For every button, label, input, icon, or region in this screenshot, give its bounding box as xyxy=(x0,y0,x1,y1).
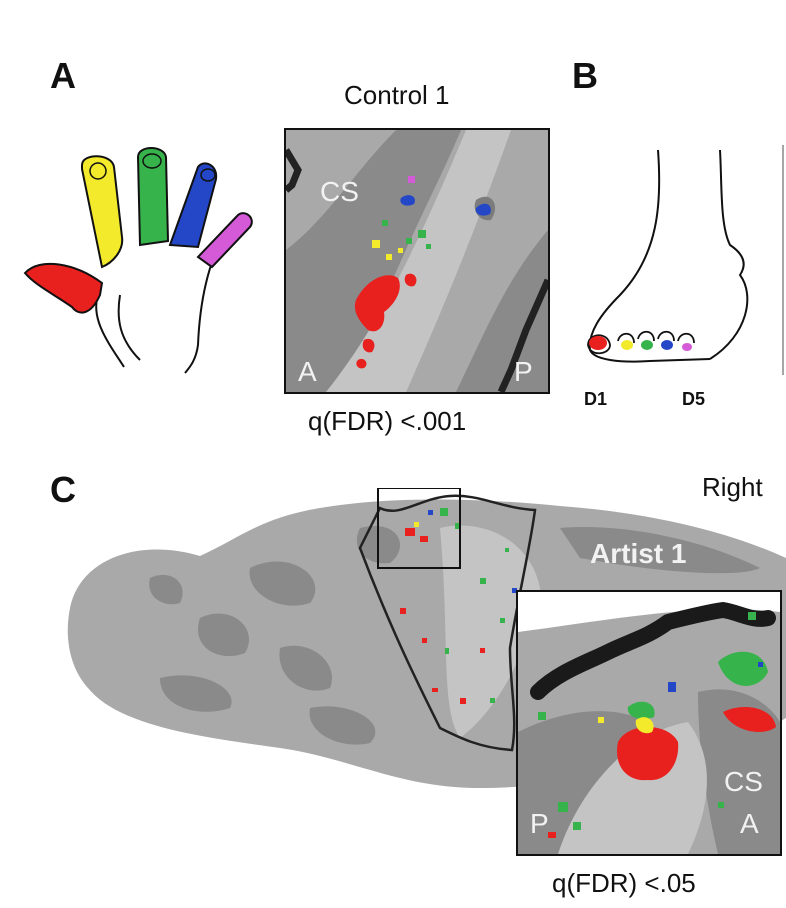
subject-label: Artist 1 xyxy=(590,538,687,569)
toe-1-marker xyxy=(589,336,607,350)
panel-c-letter: C xyxy=(50,469,76,510)
digit-1-finger xyxy=(23,262,104,314)
panel-a-title: Control 1 xyxy=(344,80,450,110)
inset-d1-activation xyxy=(548,707,776,838)
panel-c-threshold: q(FDR) <.05 xyxy=(552,868,696,898)
d5-activation xyxy=(408,176,415,183)
zoom-inset: CS A P xyxy=(516,590,782,856)
roi-box xyxy=(377,488,461,569)
brain-d1-activation xyxy=(400,528,485,704)
inset-sulcus-label: CS xyxy=(724,766,763,797)
panel-a-letter: A xyxy=(50,55,76,96)
inset-anterior-label: A xyxy=(740,808,759,839)
control-1-map-svg xyxy=(286,130,548,392)
inset-d4-activation xyxy=(668,662,763,692)
control-1-anterior-label: A xyxy=(298,356,317,387)
panel-a-threshold: q(FDR) <.001 xyxy=(308,406,467,436)
d2-activation xyxy=(372,240,403,260)
panel-b-letter: B xyxy=(572,55,598,96)
toe-5-marker xyxy=(682,343,692,351)
digit-2-finger xyxy=(81,155,124,269)
digit-first-label: D1 xyxy=(584,389,608,409)
foot-illustration xyxy=(587,145,784,375)
inset-d2-activation xyxy=(598,717,654,734)
toe-3-marker xyxy=(641,340,653,350)
toe-2-marker xyxy=(621,340,633,350)
digit-5-finger xyxy=(196,212,253,269)
digit-3-finger xyxy=(136,147,170,247)
inset-d3-activation xyxy=(538,612,768,830)
digit-last-label: D5 xyxy=(682,389,706,409)
control-1-sulcus-label: CS xyxy=(320,176,359,207)
toe-4-marker xyxy=(661,340,673,350)
control-1-map: CS A P xyxy=(284,128,550,394)
inset-posterior-label: P xyxy=(530,808,549,839)
d3-activation xyxy=(382,220,431,249)
control-1-posterior-label: P xyxy=(514,356,533,387)
brain-d3-activation xyxy=(440,508,509,703)
brain-d4-activation xyxy=(428,510,517,593)
hemisphere-label: Right xyxy=(702,472,763,502)
zoom-inset-svg xyxy=(518,592,780,854)
brain-d2-activation xyxy=(414,522,419,527)
d4-activation xyxy=(400,195,491,216)
hand-illustration xyxy=(23,147,253,374)
d1-activation xyxy=(354,273,417,369)
digit-4-finger xyxy=(168,162,218,249)
